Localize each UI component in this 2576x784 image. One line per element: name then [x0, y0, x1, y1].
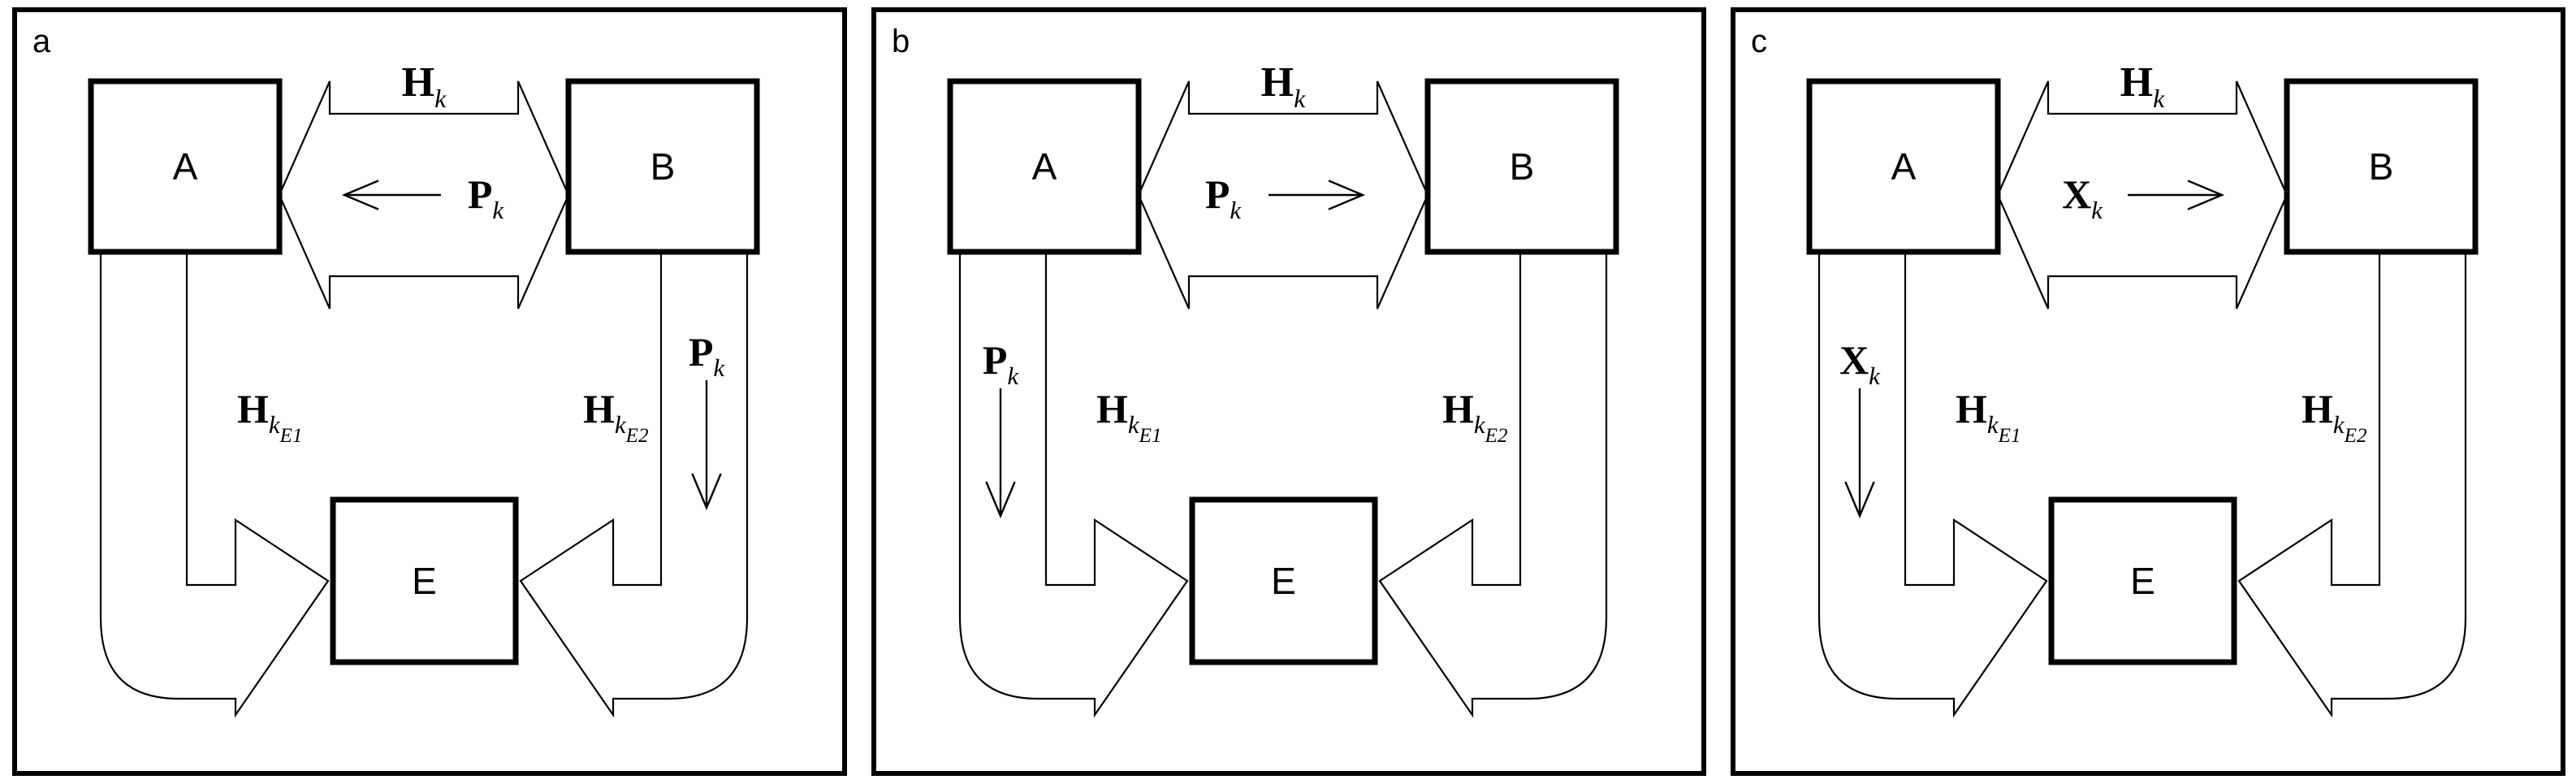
- panel-letter: c: [1751, 24, 1767, 59]
- ab-inner-arrow: [341, 180, 441, 210]
- panel-letter: a: [32, 24, 51, 59]
- block-b-label: B: [2369, 145, 2394, 188]
- ab-inner-label: Xk: [2062, 171, 2103, 224]
- left-inner-arrow: [1844, 388, 1875, 519]
- block-a-rect: [88, 78, 283, 255]
- svg-text:Hk: Hk: [2120, 59, 2165, 113]
- right-curved-block-arrow: [519, 250, 749, 718]
- block-b-label: B: [650, 145, 676, 188]
- left-curved-block-arrow: [958, 250, 1189, 718]
- block-e-rect: [1189, 496, 1378, 665]
- left-curved-block-arrow: [1817, 250, 2048, 718]
- block-e-label: E: [2130, 560, 2155, 602]
- block-a-rect: [947, 78, 1142, 255]
- block-e-label: E: [1271, 560, 1296, 602]
- block-b-label: B: [1510, 145, 1535, 188]
- block-a-label: A: [1032, 145, 1057, 188]
- left-inner-label: Pk: [983, 337, 1020, 390]
- svg-text:Pk: Pk: [468, 171, 505, 224]
- right-inner-label: Pk: [689, 329, 726, 382]
- right-curved-block-arrow: [1378, 250, 1608, 718]
- left-inner-arrow: [985, 388, 1016, 519]
- ab-inner-label: Pk: [468, 171, 505, 224]
- svg-text:Hk: Hk: [1261, 59, 1306, 113]
- right-channel-label: HkE2: [583, 386, 648, 447]
- block-b-rect: [2284, 78, 2479, 255]
- ab-outer-label: Hk: [1261, 59, 1306, 113]
- blocks: A B E: [1806, 78, 2479, 665]
- block-b-rect: [565, 78, 760, 255]
- svg-text:Pk: Pk: [983, 337, 1020, 390]
- ab-outer-label: Hk: [402, 59, 447, 113]
- svg-text:HkE1: HkE1: [1956, 386, 2021, 447]
- block-e-label: E: [412, 560, 437, 602]
- svg-text:Pk: Pk: [689, 329, 726, 382]
- right-curved-block-arrow: [2237, 250, 2467, 718]
- blocks: A B E: [947, 78, 1619, 665]
- block-a-rect: [1806, 78, 2001, 255]
- block-e-rect: [330, 496, 519, 665]
- block-a-label: A: [1891, 145, 1917, 188]
- svg-text:HkE2: HkE2: [583, 386, 648, 447]
- left-channel-label: HkE1: [1956, 386, 2021, 447]
- right-channel-label: HkE2: [2302, 386, 2366, 447]
- svg-text:HkE1: HkE1: [1096, 386, 1161, 447]
- ab-outer-label: Hk: [2120, 59, 2165, 113]
- svg-text:Xk: Xk: [1839, 337, 1881, 390]
- block-a-label: A: [173, 145, 198, 188]
- left-curved-block-arrow: [99, 250, 330, 718]
- blocks: A B E: [88, 78, 760, 665]
- svg-text:Pk: Pk: [1205, 171, 1243, 224]
- svg-text:HkE2: HkE2: [1442, 386, 1507, 447]
- panel-letter: b: [892, 24, 910, 59]
- svg-text:HkE1: HkE1: [237, 386, 302, 447]
- ab-inner-arrow: [1269, 180, 1366, 210]
- svg-text:Xk: Xk: [2062, 171, 2103, 224]
- block-b-rect: [1424, 78, 1619, 255]
- svg-text:HkE2: HkE2: [2302, 386, 2366, 447]
- ab-inner-arrow: [2128, 180, 2225, 210]
- svg-text:Hk: Hk: [402, 59, 447, 113]
- left-channel-label: HkE1: [1096, 386, 1161, 447]
- right-inner-arrow: [691, 380, 722, 511]
- ab-inner-label: Pk: [1205, 171, 1243, 224]
- right-channel-label: HkE2: [1442, 386, 1507, 447]
- left-inner-label: Xk: [1839, 337, 1881, 390]
- left-channel-label: HkE1: [237, 386, 302, 447]
- block-e-rect: [2048, 496, 2237, 665]
